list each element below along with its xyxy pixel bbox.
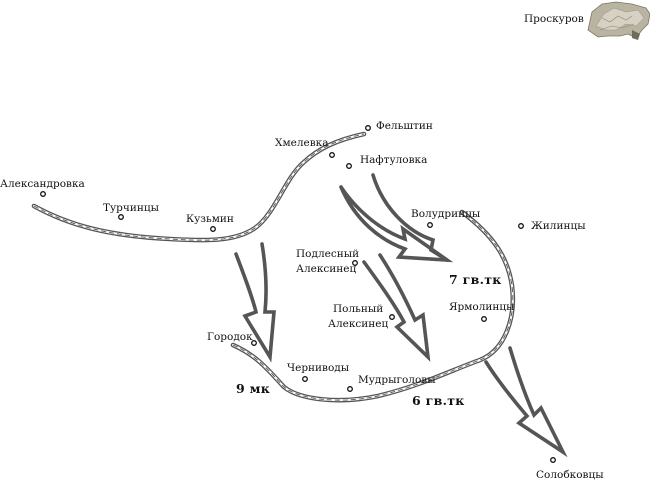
place-label-podlesny-1: Подлесный [296, 248, 359, 260]
place-label-gorodok: Городок [207, 331, 253, 343]
place-dot-aleksandrovka [40, 191, 46, 197]
attack-arrow-voludrintsy [339, 173, 454, 263]
place-label-chernivody: Черниводы [287, 362, 349, 374]
place-dot-polny [389, 314, 395, 320]
place-dot-voludrintsy [427, 222, 433, 228]
place-label-mudrygolovy: Мудрыголовы [358, 374, 436, 386]
unit-labels: 7 гв.тк 9 мк 6 гв.тк [236, 272, 502, 408]
place-label-turchintsy: Турчинцы [103, 202, 159, 214]
place-dot-solobkovtsy [550, 457, 556, 463]
place-label-kuzmin: Кузьмин [186, 213, 234, 225]
front-line-southeast [230, 209, 516, 403]
inset-map-thumbnail [587, 1, 650, 40]
place-dot-naftulovka [346, 163, 352, 169]
front-line-west [31, 131, 367, 243]
settlement-markers [40, 125, 556, 463]
place-dot-chernivody [302, 376, 308, 382]
place-label-felshtin: Фельштин [376, 120, 433, 132]
place-label-naftulovka: Нафтуловка [360, 154, 427, 166]
attack-arrow-polny [362, 253, 431, 362]
place-label-yarmolintsy: Ярмолинцы [449, 301, 514, 313]
unit-label-6gv-tk: 6 гв.тк [412, 393, 465, 408]
place-label-polny-1: Польный [333, 303, 383, 315]
place-label-voludrintsy: Волудринцы [411, 208, 480, 220]
unit-label-9mk: 9 мк [236, 381, 270, 396]
attack-arrow-gorodok [234, 242, 276, 363]
place-label-solobkovtsy: Солобковцы [536, 469, 604, 480]
settlement-labels: Александровка Турчинцы Кузьмин Хмелевка … [0, 120, 604, 480]
place-label-polny-2: Алексинец [328, 318, 388, 330]
place-dot-yarmolintsy [481, 316, 487, 322]
unit-label-7gv-tk: 7 гв.тк [449, 272, 502, 287]
attack-arrow-solobkovtsy [484, 346, 568, 458]
place-dot-turchintsy [118, 214, 124, 220]
place-dot-kuzmin [210, 226, 216, 232]
place-dot-zhilintsy [518, 223, 524, 229]
place-dot-felshtin [365, 125, 371, 131]
place-dot-khmelevka [329, 152, 335, 158]
inset-title-proskurov: Проскуров [524, 13, 584, 25]
place-dot-mudrygolovy [347, 386, 353, 392]
place-label-aleksandrovka: Александровка [0, 178, 85, 190]
place-label-khmelevka: Хмелевка [275, 137, 328, 149]
place-label-podlesny-2: Алексинец [296, 263, 356, 275]
place-label-zhilintsy: Жилинцы [531, 220, 586, 232]
place-dot-podlesny [352, 260, 358, 266]
place-dot-gorodok [251, 340, 257, 346]
